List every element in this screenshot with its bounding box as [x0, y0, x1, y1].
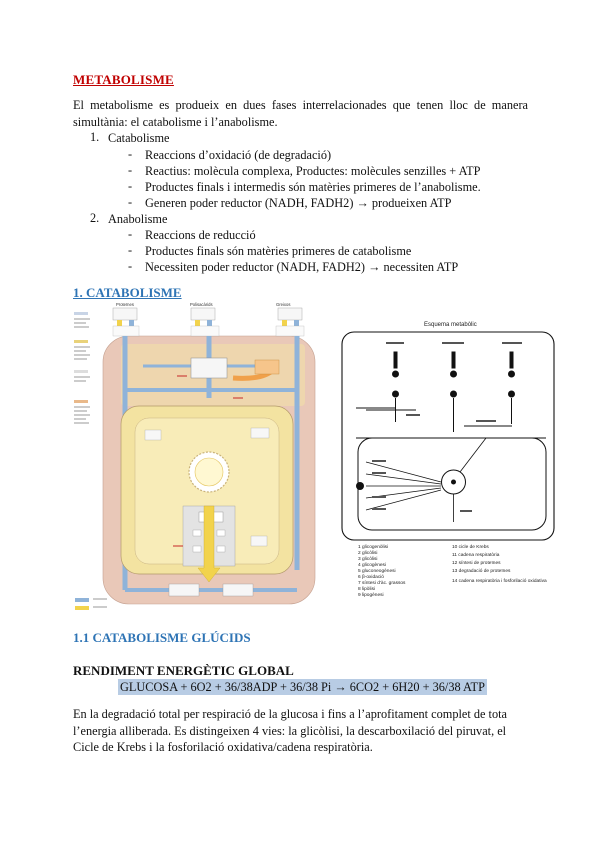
bullet-dash: -: [128, 163, 133, 177]
phase-1-item: Reactius: molècula complexa, Productes: …: [145, 164, 481, 178]
phase-2-item: Productes finals són matèries primeres d…: [145, 244, 412, 258]
legend-item: 14 cadena respiratòria i fosforilació ox…: [452, 578, 547, 584]
scheme-title: Esquema metabòlic: [424, 322, 477, 328]
label-greixos: Greixos: [276, 302, 290, 307]
phase-1-number: 1.: [90, 130, 100, 144]
legend-item: 1 glicogenòlisi: [358, 544, 388, 550]
side-annotations: [74, 312, 90, 424]
metabolic-scheme-figure: Esquema metabòlic: [336, 312, 560, 602]
legend-item: 8 lipòlisi: [358, 586, 375, 592]
label-polisacarids: Polisacàrids: [190, 302, 213, 307]
phase-1-item: Reaccions d’oxidació (de degradació): [145, 148, 332, 162]
legend-item: 3 glicòlisi: [358, 556, 377, 562]
legend-item: 6 β-oxidació: [358, 574, 384, 580]
scheme-legend-left: 1 glicogenòlisi 2 glicòlisi 3 glicòlisi …: [358, 544, 406, 598]
cell-metabolism-figure: Proteïnes Polisacàrids Greixos: [73, 300, 328, 616]
glucose-equation: GLUCOSA + 6O2 + 36/38ADP + 36/38 Pi → 6C…: [118, 679, 487, 695]
legend-item: 5 gluconeogènesi: [358, 568, 396, 574]
phase-2-item: Necessiten poder reductor (NADH, FADH2) …: [145, 260, 459, 274]
bullet-dash: -: [128, 259, 133, 273]
bullet-dash: -: [128, 147, 133, 161]
phase-2-item: Reaccions de reducció: [145, 228, 256, 242]
rendiment-heading: RENDIMENT ENERGÈTIC GLOBAL: [73, 663, 294, 678]
phase-1-name: Catabolisme: [108, 131, 170, 145]
section-catabolisme-glucids-heading: 1.1 CATABOLISME GLÚCIDS: [73, 630, 251, 645]
legend-item: 10 cicle de Krebs: [452, 544, 489, 550]
bullet-dash: -: [128, 179, 133, 193]
phase-1-item: Generen poder reductor (NADH, FADH2) → p…: [145, 196, 452, 210]
legend-item: 12 síntesi de proteïnes: [452, 560, 501, 566]
legend-item: 2 glicòlisi: [358, 550, 377, 556]
legend-item: 9 lipogènesi: [358, 592, 384, 598]
legend-item: 11 cadena respiratòria: [452, 552, 500, 558]
phase-2-name: Anabolisme: [108, 212, 168, 226]
legend-item: 4 glicogènesi: [358, 562, 386, 568]
phase-1-item: Productes finals i intermedis són matèri…: [145, 180, 481, 194]
intro-paragraph: El metabolisme es produeix en dues fases…: [73, 98, 528, 129]
section-catabolisme-heading: 1. CATABOLISME: [73, 285, 182, 300]
phase-2-number: 2.: [90, 211, 100, 225]
bullet-dash: -: [128, 195, 133, 209]
bullet-dash: -: [128, 243, 133, 257]
bullet-dash: -: [128, 227, 133, 241]
label-proteines: Proteïnes: [116, 302, 134, 307]
scheme-legend-right: 10 cicle de Krebs 11 cadena respiratòria…: [452, 544, 547, 584]
page-title: METABOLISME: [73, 72, 174, 87]
closing-paragraph: En la degradació total per respiració de…: [73, 707, 507, 754]
legend-item: 13 degradació de proteïnes: [452, 568, 511, 574]
legend-item: 7 síntesi d’àc. grassos: [358, 580, 406, 586]
